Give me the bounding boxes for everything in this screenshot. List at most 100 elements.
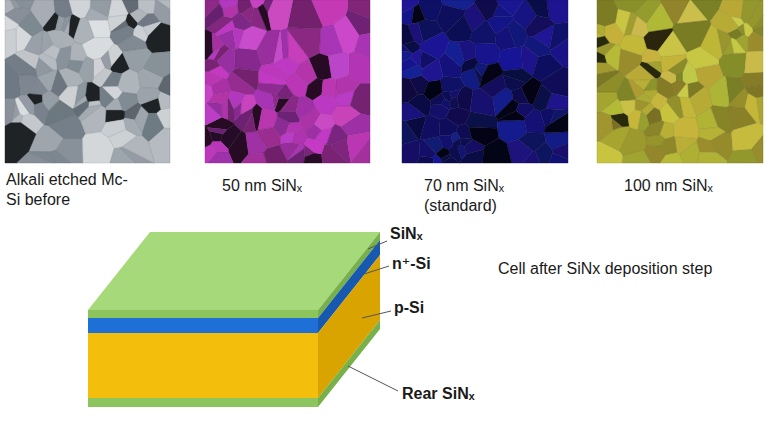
grain xyxy=(597,36,609,47)
grain xyxy=(612,118,622,130)
grain xyxy=(550,109,568,124)
grain xyxy=(101,120,126,138)
grain xyxy=(640,62,662,79)
grain xyxy=(526,0,549,18)
grain xyxy=(102,86,122,99)
grain xyxy=(85,8,108,20)
grain xyxy=(436,148,450,159)
grain xyxy=(597,0,618,26)
grain xyxy=(483,138,512,163)
grain xyxy=(480,63,503,88)
grain xyxy=(5,123,36,163)
grain xyxy=(475,0,499,21)
grain xyxy=(336,76,360,95)
layer-label: SiNₓ xyxy=(390,224,423,244)
grain xyxy=(402,44,410,52)
grain xyxy=(24,31,42,55)
grain xyxy=(660,152,683,163)
grain xyxy=(495,26,516,51)
grain xyxy=(597,112,613,141)
grain xyxy=(210,141,228,152)
grain xyxy=(605,45,621,71)
grain xyxy=(632,80,651,90)
grain xyxy=(351,138,370,163)
grain xyxy=(105,98,122,110)
grain xyxy=(439,118,458,136)
grain-image xyxy=(597,0,763,163)
front-sinx xyxy=(88,310,318,318)
grain xyxy=(55,16,64,30)
grain xyxy=(674,136,697,154)
grain xyxy=(445,15,472,42)
grain xyxy=(28,152,55,164)
grain xyxy=(731,123,763,150)
grain xyxy=(402,0,419,13)
grain xyxy=(331,106,360,127)
grain xyxy=(36,58,54,77)
grain xyxy=(209,92,231,104)
leader-line xyxy=(348,366,398,391)
grain xyxy=(328,52,349,79)
grain xyxy=(79,56,94,82)
grain xyxy=(212,33,224,52)
grain xyxy=(421,59,443,81)
grain xyxy=(551,38,568,67)
grain xyxy=(497,0,524,16)
grain xyxy=(144,52,171,78)
grain xyxy=(31,0,55,27)
grain xyxy=(205,71,224,86)
leader-line xyxy=(364,266,389,274)
grain xyxy=(205,3,223,29)
grain xyxy=(232,12,253,30)
grain xyxy=(234,103,241,121)
grain xyxy=(647,62,662,74)
grain xyxy=(475,44,500,65)
grain xyxy=(597,72,625,92)
grain xyxy=(638,111,649,131)
leader-line xyxy=(368,241,387,249)
grain xyxy=(304,138,324,154)
grain xyxy=(86,82,100,101)
grain xyxy=(686,47,719,69)
front-rear-sinx xyxy=(88,398,318,407)
grain xyxy=(157,0,170,9)
grain xyxy=(74,18,94,45)
grain xyxy=(122,136,154,163)
grain xyxy=(108,0,128,17)
grain xyxy=(524,36,551,56)
grain xyxy=(286,122,303,133)
grain xyxy=(710,10,738,33)
grain xyxy=(419,140,436,158)
grain xyxy=(101,51,111,70)
grain-image xyxy=(5,0,170,163)
grain xyxy=(690,87,712,116)
grain xyxy=(408,95,431,117)
grain xyxy=(347,0,370,19)
grain xyxy=(699,127,726,140)
grain xyxy=(746,85,763,97)
grain xyxy=(124,118,143,136)
grain xyxy=(597,92,618,112)
grain xyxy=(296,96,316,118)
grain xyxy=(274,30,283,63)
image-caption: 50 nm SiNₓ xyxy=(222,176,362,196)
image-caption: 100 nm SiNₓ xyxy=(624,176,764,196)
grain xyxy=(215,21,235,36)
grain xyxy=(44,100,74,126)
grain xyxy=(620,128,647,156)
grain xyxy=(636,94,652,103)
side-p-layer xyxy=(318,255,380,398)
grain xyxy=(453,138,461,146)
grain xyxy=(130,9,147,23)
grain xyxy=(207,128,227,134)
grain xyxy=(243,112,256,133)
layer-label: n⁺-Si xyxy=(392,254,431,274)
grain xyxy=(256,128,280,149)
grain xyxy=(731,38,746,54)
grain xyxy=(233,28,244,49)
grain xyxy=(748,31,763,51)
grain xyxy=(402,51,413,62)
grain xyxy=(5,15,19,30)
grain xyxy=(676,73,683,81)
